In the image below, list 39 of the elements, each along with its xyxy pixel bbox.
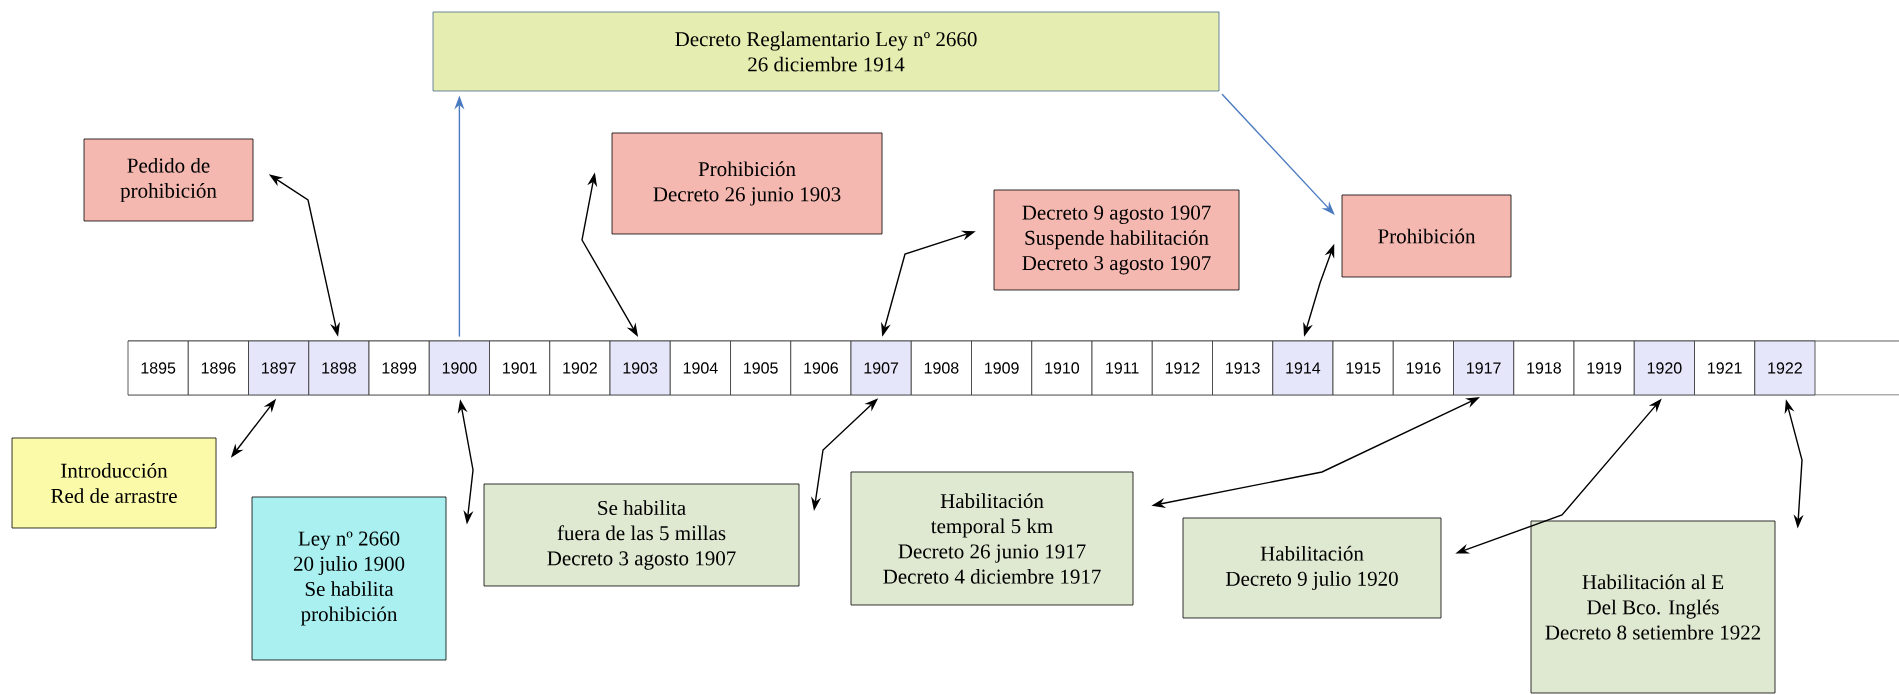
year-cell: 1903 (609, 340, 671, 396)
year-cell: 1909 (971, 340, 1033, 396)
year-cell: 1916 (1392, 340, 1454, 396)
year-cell: 1914 (1272, 340, 1334, 396)
year-cell: 1902 (549, 340, 611, 396)
year-cell: 1900 (428, 340, 490, 396)
year-cell: 1906 (790, 340, 852, 396)
year-cell: 1913 (1212, 340, 1274, 396)
year-cell: 1901 (489, 340, 551, 396)
year-cell: 1917 (1453, 340, 1515, 396)
year-cell: 1922 (1754, 340, 1816, 396)
year-cell: 1912 (1151, 340, 1213, 396)
year-cell: 1908 (910, 340, 972, 396)
event-box: Decreto 9 agosto 1907 Suspende habilitación Decreto 3 agosto 1907 (993, 189, 1240, 291)
year-cell: 1911 (1091, 340, 1153, 396)
year-cell: 1910 (1031, 340, 1093, 396)
year-cell: 1921 (1694, 340, 1756, 396)
year-cell: 1904 (669, 340, 731, 396)
year-cell: 1920 (1633, 340, 1695, 396)
year-cell: 1895 (127, 340, 189, 396)
year-cell: 1918 (1513, 340, 1575, 396)
event-box: Se habilita fuera de las 5 millas Decreto 3 agosto 1907 (483, 483, 800, 587)
year-cell: 1905 (730, 340, 792, 396)
event-box: Prohibición (1341, 194, 1512, 278)
year-cell: 1897 (248, 340, 310, 396)
event-box: Ley nº 2660 20 julio 1900 Se habilita prohibición (251, 496, 447, 661)
event-box: Habilitación Decreto 9 julio 1920 (1182, 517, 1442, 619)
event-box: Decreto Reglamentario Ley nº 2660 26 diciembre 1914 (432, 11, 1220, 92)
event-box: Prohibición Decreto 26 junio 1903 (611, 132, 883, 235)
year-cell: 1898 (308, 340, 370, 396)
event-box: Habilitación al E Del Bco. Inglés Decreto 8 setiembre 1922 (1530, 520, 1776, 694)
year-cell: 1907 (850, 340, 912, 396)
year-cell: 1915 (1332, 340, 1394, 396)
event-box: Pedido de prohibición (83, 138, 254, 222)
year-cell: 1919 (1573, 340, 1635, 396)
event-box: Habilitación temporal 5 km Decreto 26 junio 1917 Decreto 4 diciembre 1917 (850, 471, 1134, 606)
year-cell: 1899 (368, 340, 430, 396)
year-cell: 1896 (187, 340, 249, 396)
event-box: Introducción Red de arrastre (11, 437, 217, 529)
